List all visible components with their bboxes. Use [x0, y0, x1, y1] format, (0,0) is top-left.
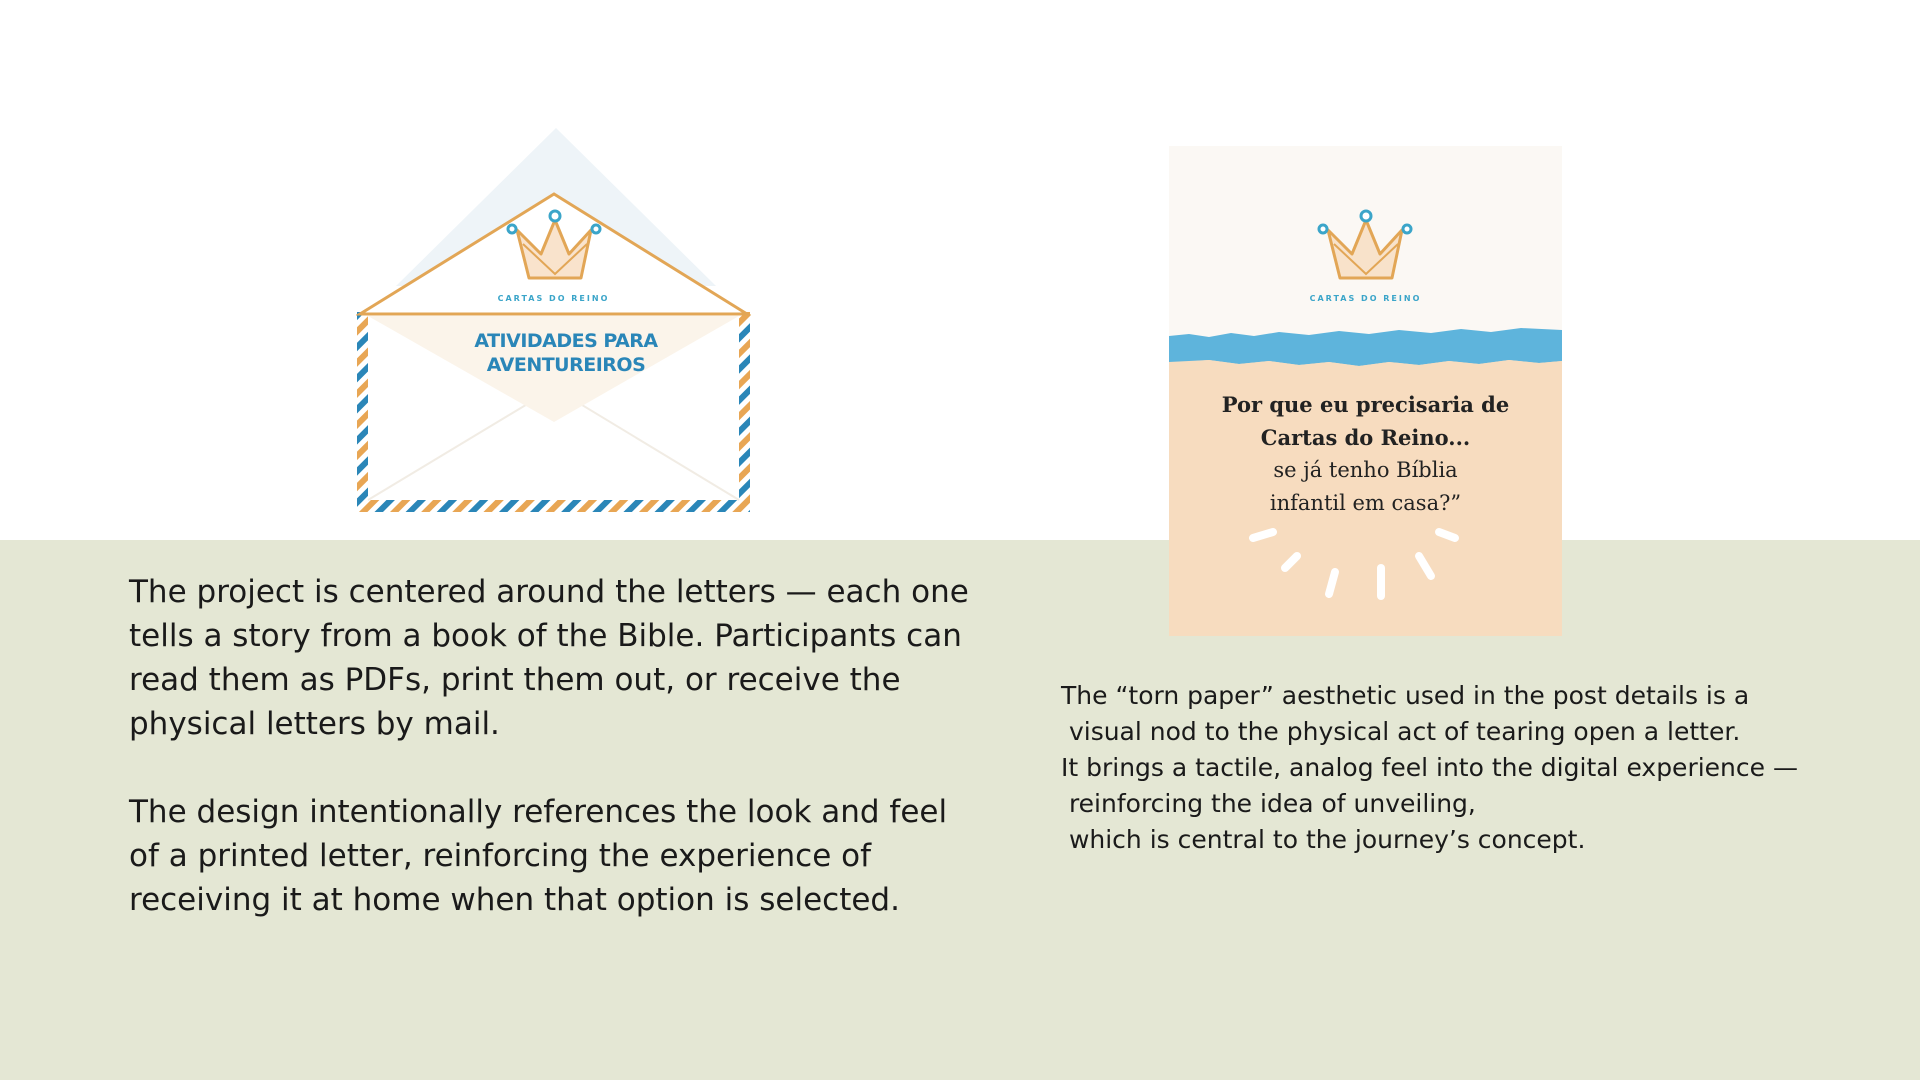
description-line: of a printed letter, reinforcing the exp…	[129, 838, 872, 874]
description-line: read them as PDFs, print them out, or re…	[129, 662, 901, 698]
description-left: The project is centered around the lette…	[129, 570, 1009, 966]
post-question: Por que eu precisaria de Cartas do Reino…	[1169, 388, 1562, 520]
envelope-title-line-2: AVENTUREIROS	[486, 354, 646, 376]
post-question-bold-1: Por que eu precisaria de	[1221, 392, 1510, 417]
description-paragraph-1: The project is centered around the lette…	[129, 570, 1009, 746]
crown-icon	[1317, 209, 1413, 280]
description-right: The “torn paper” aesthetic used in the p…	[1061, 678, 1891, 858]
post-question-regular-1: se já tenho Bíblia	[1273, 458, 1458, 482]
background-top	[0, 0, 1920, 540]
description-line: The design intentionally references the …	[129, 794, 948, 830]
background-bottom	[0, 540, 1920, 1080]
post-logo-text: CARTAS DO REINO	[1309, 294, 1422, 303]
description-paragraph-2: The design intentionally references the …	[129, 790, 1009, 922]
post-question-regular-2: infantil em casa?”	[1269, 491, 1462, 515]
envelope-title: ATIVIDADES PARA AVENTUREIROS	[436, 329, 696, 377]
description-line: The project is centered around the lette…	[129, 574, 969, 610]
envelope-logo-text: CARTAS DO REINO	[497, 294, 610, 303]
torn-paper-line: visual nod to the physical act of tearin…	[1061, 717, 1741, 746]
envelope-illustration: CARTAS DO REINO ATIVIDADES PARA AVENTURE…	[356, 126, 751, 514]
envelope-title-line-1: ATIVIDADES PARA	[474, 330, 658, 352]
torn-paper-line: It brings a tactile, analog feel into th…	[1061, 753, 1798, 782]
post-question-bold-2: Cartas do Reino...	[1260, 425, 1471, 450]
sparkle-icon	[1249, 528, 1459, 600]
torn-paper-line: The “torn paper” aesthetic used in the p…	[1061, 681, 1750, 710]
description-line: tells a story from a book of the Bible. …	[129, 618, 962, 654]
crown-icon	[506, 209, 602, 280]
torn-paper-line: reinforcing the idea of unveiling,	[1061, 789, 1476, 818]
description-line: receiving it at home when that option is…	[129, 882, 900, 918]
envelope-graphic	[356, 128, 751, 512]
description-line: physical letters by mail.	[129, 706, 500, 742]
torn-paper-line: which is central to the journey’s concep…	[1061, 825, 1586, 854]
post-card-decoration	[1169, 209, 1562, 600]
post-card: CARTAS DO REINO Por que eu precisaria de…	[1169, 146, 1562, 636]
